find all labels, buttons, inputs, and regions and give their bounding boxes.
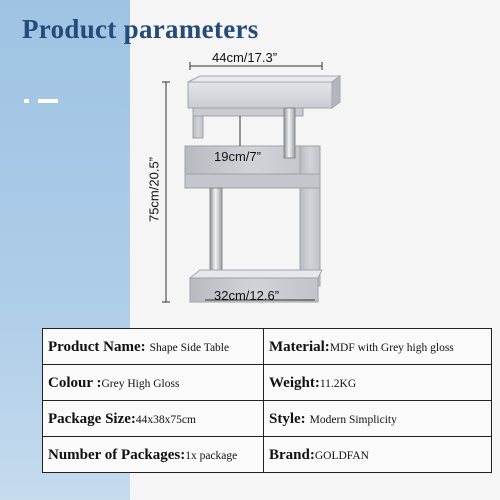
table-row: Colour :Grey High Gloss Weight:11.2KG xyxy=(42,364,492,401)
dimension-lines xyxy=(162,62,323,303)
table-row: Number of Packages:1x package Brand:GOLD… xyxy=(42,436,492,473)
spec-value: Shape Side Table xyxy=(149,341,230,354)
spec-value: 11.2KG xyxy=(319,377,357,390)
top-shelf xyxy=(187,75,342,109)
spec-table: Product Name: Shape Side Table Material:… xyxy=(42,328,492,473)
spec-cell: Weight:11.2KG xyxy=(263,364,492,401)
spec-value: GOLDFAN xyxy=(314,449,369,462)
spec-key: Package Size: xyxy=(48,410,136,427)
table-row: Product Name: Shape Side Table Material:… xyxy=(42,328,492,365)
shelf-gap-dimension: 19cm/7” xyxy=(214,149,261,164)
spec-value: Grey High Gloss xyxy=(101,377,180,390)
spec-value: 44x38x75cm xyxy=(135,413,196,426)
upper-pole xyxy=(283,107,296,159)
accent-bar xyxy=(38,99,58,103)
spec-cell: Package Size:44x38x75cm xyxy=(42,400,264,437)
spec-key: Product Name: xyxy=(48,338,146,355)
spec-cell: Material:MDF with Grey high gloss xyxy=(263,328,492,365)
spec-cell: Brand:GOLDFAN xyxy=(263,436,492,473)
spec-cell: Number of Packages:1x package xyxy=(42,436,264,473)
spec-key: Number of Packages: xyxy=(48,446,186,463)
spec-key: Style: xyxy=(269,410,306,427)
spec-key: Weight: xyxy=(269,374,320,391)
spec-cell: Colour :Grey High Gloss xyxy=(42,364,264,401)
height-dimension: 75cm/20.5” xyxy=(146,156,162,223)
table-row: Package Size:44x38x75cm Style: Modern Si… xyxy=(42,400,492,437)
spec-value: MDF with Grey high gloss xyxy=(329,341,454,354)
lower-pole xyxy=(209,187,223,281)
accent-dot xyxy=(24,99,29,103)
s-shape-body xyxy=(184,107,321,287)
page-title: Product parameters xyxy=(22,14,259,44)
table-illustration xyxy=(162,62,342,303)
base-shelf xyxy=(188,269,323,303)
spec-key: Material: xyxy=(269,338,330,355)
spec-cell: Product Name: Shape Side Table xyxy=(42,328,264,365)
spec-key: Colour : xyxy=(48,374,102,391)
spec-value: 1x package xyxy=(185,449,238,462)
spec-key: Brand: xyxy=(269,446,315,463)
spec-cell: Style: Modern Simplicity xyxy=(263,400,492,437)
spec-value: Modern Simplicity xyxy=(309,413,397,426)
width-dimension: 44cm/17.3” xyxy=(212,50,278,65)
base-dimension: 32cm/12.6” xyxy=(214,288,280,303)
